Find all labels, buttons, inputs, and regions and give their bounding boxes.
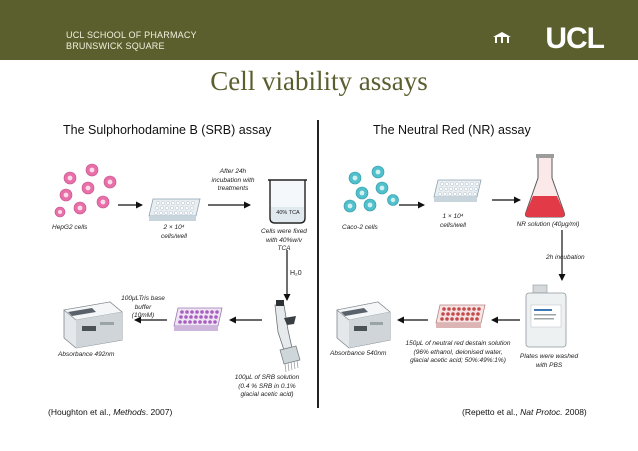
srb-stained-plate-icon: [173, 307, 223, 331]
srb-solution-line1: 100μL of SRB solution: [234, 374, 300, 381]
hepg2-label: HepG2 cells: [52, 224, 88, 231]
srb-seed-line1: 2 × 10⁴: [163, 224, 185, 231]
srb-incubation-line3: treatments: [217, 185, 249, 192]
nr-stained-plate-icon: [435, 304, 486, 328]
water-label: H₂0: [290, 270, 302, 277]
nr-solution-label: NR solution (40μg/ml): [516, 221, 580, 228]
nr-plate-reader-icon: [336, 301, 391, 349]
srb-solution-line2: (0.4 % SRB in 0.1%: [238, 382, 296, 390]
ucl-logo: UCL: [545, 22, 605, 55]
srb-reference-suffix: . 2007): [145, 407, 173, 417]
nr-reference-journal: Nat Protoc.: [520, 407, 563, 417]
nr-heading: The Neutral Red (NR) assay: [373, 123, 531, 137]
srb-reference: (Houghton et al., Methods. 2007): [48, 407, 172, 417]
srb-solution-line3: glacial acetic acid): [240, 391, 294, 398]
tris-buffer-line2: buffer: [134, 303, 152, 311]
srb-incubation-label: After 24h incubation with treatments: [203, 168, 263, 194]
nr-seed-line1: 1 × 10⁴: [442, 213, 464, 220]
multichannel-pipette-icon: [274, 300, 301, 373]
header-bar: [0, 0, 638, 60]
tris-buffer-label: 100μLTris base buffer (10mM): [116, 295, 170, 321]
nr-seed-label: 1 × 10⁴ cells/well: [428, 213, 478, 230]
hepg2-cells-icon: [54, 163, 117, 218]
nr-destain-line2: (96% ethanol, deionised water,: [413, 348, 503, 356]
ucl-portico-icon: [493, 32, 511, 43]
nr-reference-suffix: 2008): [562, 407, 587, 417]
section-divider: [317, 120, 319, 408]
pbs-wash-line2: with PBS: [535, 361, 563, 369]
srb-heading: The Sulphorhodamine B (SRB) assay: [63, 123, 272, 137]
srb-fixed-line1: Cells were fixed: [261, 228, 307, 235]
srb-seed-label: 2 × 10⁴ cells/well: [148, 224, 200, 241]
pbs-bottle-icon: [525, 284, 567, 348]
nr-seed-line2: cells/well: [439, 221, 466, 229]
srb-incubation-line2: incubation with: [211, 176, 255, 184]
srb-plate-reader-icon: [63, 301, 123, 349]
nr-seed-plate-icon: [433, 179, 482, 202]
school-name: UCL SCHOOL OF PHARMACY BRUNSWICK SQUARE: [66, 30, 197, 52]
tris-buffer-line3: (10mM): [131, 312, 155, 319]
srb-reference-prefix: (Houghton et al.,: [48, 407, 114, 417]
nr-reference: (Repetto et al., Nat Protoc. 2008): [462, 407, 587, 417]
nr-destain-label: 150μL of neutral red destain solution (9…: [402, 340, 514, 366]
srb-fixed-line2: with 40%w/v: [265, 236, 303, 244]
pbs-wash-line1: Plates were washed: [519, 353, 579, 360]
nr-reference-prefix: (Repetto et al.,: [462, 407, 521, 417]
school-name-line1: UCL SCHOOL OF PHARMACY: [66, 30, 197, 40]
pbs-wash-label: Plates were washed with PBS: [518, 353, 580, 370]
caco2-label: Caco-2 cells: [342, 224, 378, 231]
nr-destain-line1: 150μL of neutral red destain solution: [405, 340, 511, 347]
page-title: Cell viability assays: [210, 66, 428, 96]
school-name-line2: BRUNSWICK SQUARE: [66, 41, 165, 51]
nr-incubation-label: 2h incubation: [546, 254, 585, 261]
nr-flask-icon: [524, 154, 566, 218]
srb-fixed-label: Cells were fixed with 40%w/v TCA: [252, 228, 316, 254]
srb-fixed-line3: TCA: [277, 245, 291, 252]
beaker-label: 40% TCA: [276, 210, 300, 216]
tca-beaker-icon: [268, 179, 307, 224]
srb-absorbance-label: Absorbance 492nm: [58, 351, 115, 358]
srb-seed-plate-icon: [148, 198, 201, 221]
srb-solution-label: 100μL of SRB solution (0.4 % SRB in 0.1%…: [228, 374, 306, 400]
caco2-cells-icon: [343, 165, 399, 213]
nr-destain-line3: glacial acetic acid; 50%:49%:1%): [410, 357, 506, 364]
tris-buffer-line1: 100μLTris base: [121, 295, 165, 302]
srb-seed-line2: cells/well: [160, 232, 187, 240]
srb-incubation-line1: After 24h: [219, 168, 247, 175]
srb-reference-journal: Methods: [113, 407, 146, 417]
nr-absorbance-label: Absorbance 540nm: [330, 350, 387, 357]
